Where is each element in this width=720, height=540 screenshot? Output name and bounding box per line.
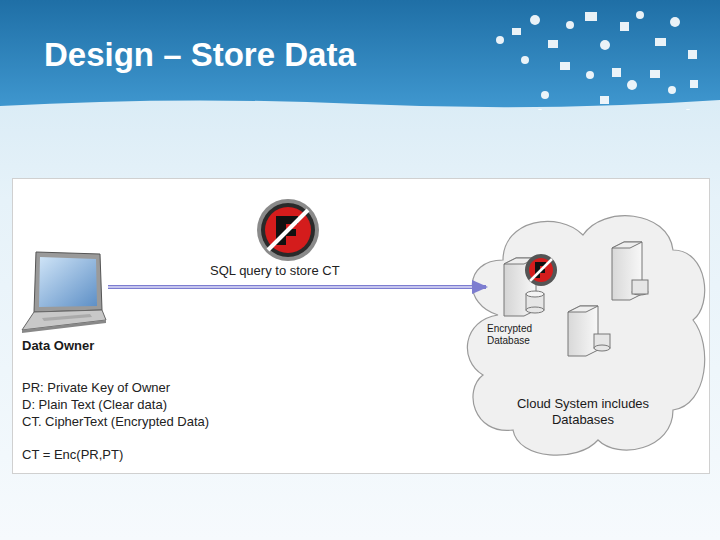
cloud-node: Cloud System includes Databases Encrypted… [458, 205, 708, 460]
sql-icon [257, 199, 319, 261]
definition-note: CT. CipherText (Encrypted Data) [22, 414, 209, 429]
laptop-node: Data Owner [18, 250, 108, 355]
server-icon [612, 242, 648, 300]
cloud-caption: Cloud System includes Databases [503, 396, 663, 427]
slide-title: Design – Store Data [44, 36, 356, 74]
definition-note: CT = Enc(PR,PT) [22, 447, 123, 462]
definition-note: PR: Private Key of Owner [22, 380, 170, 395]
definition-note: D: Plain Text (Clear data) [22, 397, 167, 412]
database-node: Encrypted Database [486, 250, 566, 350]
edge-label: SQL query to store CT [210, 263, 340, 278]
server-icon [568, 306, 610, 356]
database-label: Encrypted Database [487, 323, 543, 347]
arrow-connector [108, 287, 486, 288]
node-title: Data Owner [22, 338, 142, 354]
